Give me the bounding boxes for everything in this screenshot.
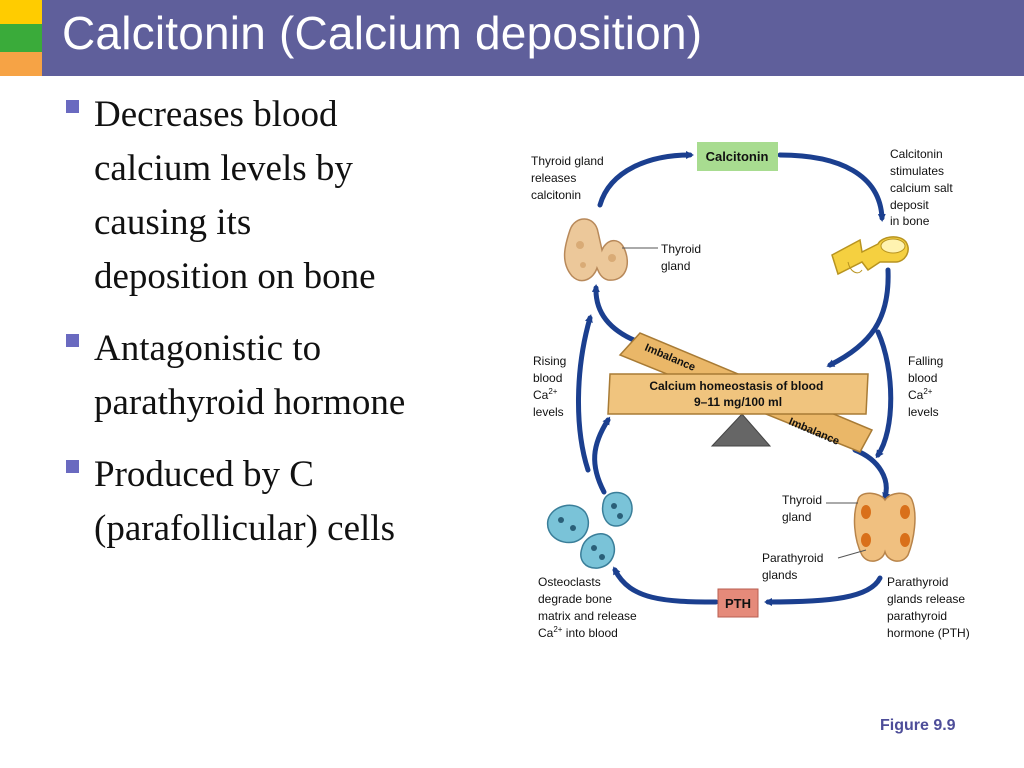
pth-box (717, 588, 759, 618)
thyroid-gland-bottom-label: Thyroid gland (782, 493, 825, 524)
calcitonin-stimulates-label: Calcitonin stimulates calcium salt depos… (890, 147, 956, 228)
bullet-line: calcium levels by (94, 148, 353, 189)
arrow-seesaw-to-parathyroid (852, 447, 890, 501)
figure-caption: Figure 9.9 (880, 717, 956, 734)
slide-title: Calcitonin (Calcium deposition) (62, 7, 703, 59)
bullet-item: Decreases blood calcium levels by causin… (60, 88, 490, 304)
arrow-to-bone (777, 152, 886, 222)
arrow-osteoclasts-up (592, 416, 611, 495)
cycle-arrows (576, 151, 894, 606)
pth-label: PTH (725, 596, 751, 611)
bullet-line: deposition on bone (94, 256, 376, 297)
seesaw (607, 332, 874, 453)
bullet-item: Antagonistic to parathyroid hormone (60, 322, 490, 430)
osteoclasts-label: Osteoclasts degrade bone matrix and rele… (538, 575, 640, 640)
arrow-pth-to-osteoclasts (612, 566, 719, 605)
bullet-list: Decreases blood calcium levels by causin… (60, 88, 490, 574)
bullet-item: Produced by C (parafollicular) cells (60, 448, 490, 556)
title-bar (0, 0, 1024, 76)
homeostasis-label: Calcium homeostasis of blood 9–11 mg/100… (649, 379, 826, 409)
bullet-line: parathyroid hormone (94, 382, 406, 423)
corner-accent-orange (0, 52, 42, 76)
bullet-square-icon (66, 334, 79, 347)
parathyroid-pointer (837, 549, 867, 559)
arrow-to-pth (764, 575, 883, 606)
arrow-bone-to-seesaw (826, 267, 891, 368)
bullet-line: Produced by C (94, 454, 314, 495)
parathyroid-glands-label: Parathyroid glands (762, 551, 827, 582)
rising-label: Rising blood Ca2+ levels (533, 354, 570, 419)
calcitonin-label: Calcitonin (706, 149, 769, 164)
corner-accent-yellow (0, 0, 42, 24)
thyroid-gland-top-label: Thyroid gland (661, 242, 704, 273)
bullet-line: (parafollicular) cells (94, 508, 395, 549)
thyroid-gland-icon (563, 218, 629, 282)
parathyroid-gland-icon (853, 492, 916, 562)
arrow-to-calcitonin (597, 151, 694, 208)
arrow-falling-down (875, 329, 894, 459)
bullet-line: causing its (94, 202, 252, 243)
falling-label: Falling blood Ca2+ levels (908, 354, 947, 419)
bone-icon (831, 236, 909, 276)
bullet-square-icon (66, 100, 79, 113)
arrow-rising-up (576, 314, 593, 473)
calcitonin-box (697, 142, 778, 171)
bullet-line: Antagonistic to (94, 328, 322, 369)
homeostasis-board (607, 373, 869, 415)
bullet-line: Decreases blood (94, 94, 338, 135)
corner-accent-green (0, 24, 42, 52)
bullet-square-icon (66, 460, 79, 473)
osteoclast-cells-icon (546, 491, 633, 569)
parathyroid-release-label: Parathyroid glands release parathyroid h… (887, 575, 970, 640)
thyroid-releases-label: Thyroid gland releases calcitonin (531, 154, 607, 202)
seesaw-fulcrum (710, 413, 772, 447)
